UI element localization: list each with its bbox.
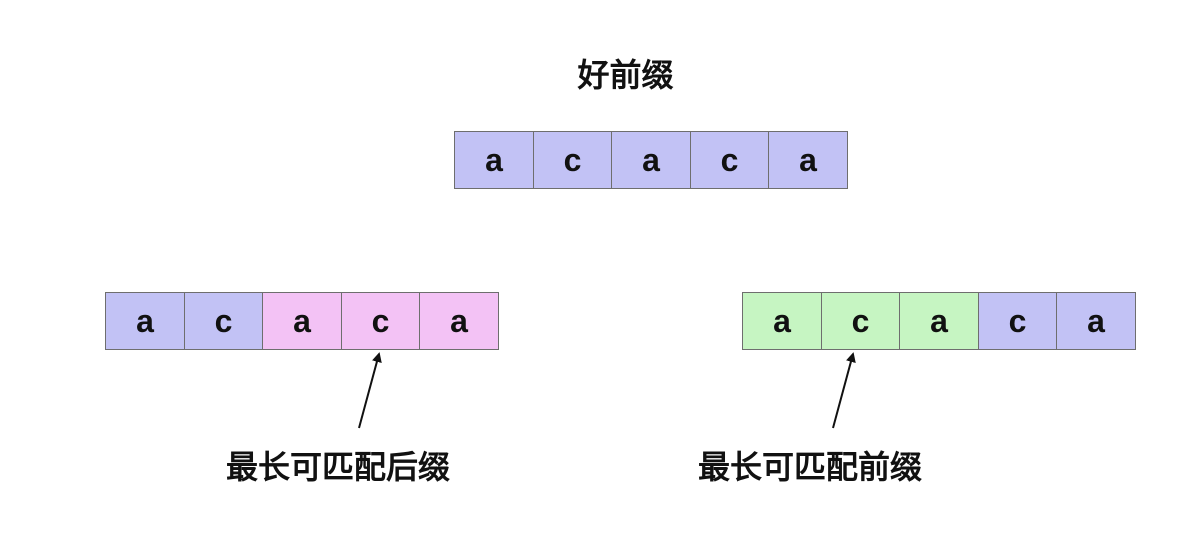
right-label: 最长可匹配前缀 <box>698 448 923 486</box>
right-cell-0: a <box>742 292 822 350</box>
right-arrow <box>832 352 856 429</box>
left-cell-3: c <box>340 292 421 350</box>
right-cell-2: a <box>899 292 979 350</box>
right-cell-3: c <box>977 292 1058 350</box>
top-cell-2: a <box>611 131 691 189</box>
left-cell-2: a <box>262 292 342 350</box>
left-cell-1: c <box>183 292 264 350</box>
right-cell-4: a <box>1056 292 1136 350</box>
diagram-title: 好前缀 <box>577 56 674 94</box>
left-cell-0: a <box>105 292 185 350</box>
left-label: 最长可匹配后缀 <box>226 448 451 486</box>
left-cell-4: a <box>419 292 499 350</box>
left-arrow <box>358 352 382 429</box>
top-cell-4: a <box>768 131 848 189</box>
top-cell-0: a <box>454 131 534 189</box>
